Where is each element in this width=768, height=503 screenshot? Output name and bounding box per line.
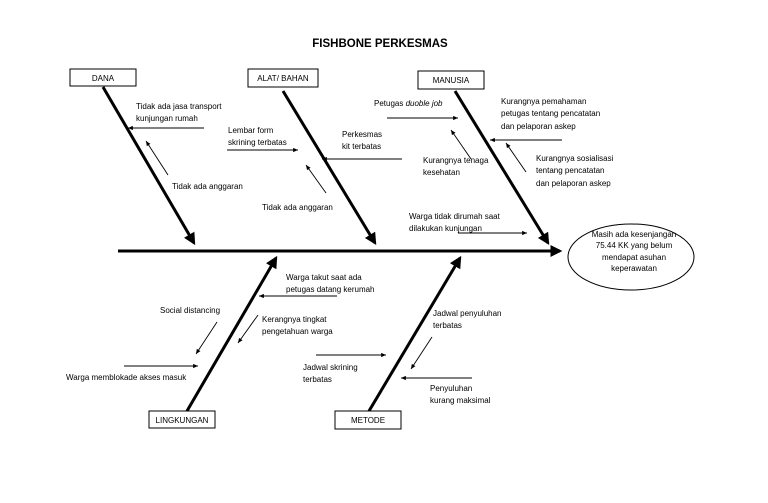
cause-manusia-warga-1: Warga tidak dirumah saat: [409, 212, 501, 221]
arrow-metode-jadwal-penyuluhan: [410, 336, 433, 370]
category-alat: ALAT/ BAHAN: [247, 68, 319, 88]
cause-manusia-warga-2: dilakukan kunjungan: [409, 224, 482, 233]
problem-ellipse: [567, 223, 695, 291]
cause-manusia-sosialisasi-2: tentang pencatatan: [536, 166, 605, 175]
cause-alat-anggaran: Tidak ada anggaran: [262, 203, 333, 212]
cause-dana-anggaran: Tidak ada anggaran: [172, 182, 243, 191]
cause-lingkungan-takut-1: Warga takut saat ada: [286, 273, 362, 282]
cause-alat-kit-2: kit terbatas: [342, 142, 381, 151]
cause-manusia-tenaga-2: kesehatan: [423, 168, 460, 177]
bone-alat: [281, 90, 377, 246]
cause-lingkungan-pengetahuan-2: pengetahuan warga: [262, 327, 333, 336]
cause-lingkungan-takut-2: petugas datang kerumah: [286, 285, 375, 294]
cause-manusia-pemahaman-3: dan pelaporan askep: [501, 122, 576, 131]
cause-manusia-sosialisasi-3: dan pelaporan askep: [536, 179, 611, 188]
problem-line-3: mendapat asuhan: [602, 253, 666, 262]
bone-dana: [101, 86, 196, 246]
category-metode: METODE: [334, 410, 402, 430]
cause-dana-transport-2: kunjungan rumah: [136, 114, 198, 123]
problem-line-2: 75.44 KK yang belum: [596, 241, 673, 250]
problem-line-1: Masih ada kesenjangan: [592, 230, 677, 239]
cause-manusia-sosialisasi-1: Kurangnya sosialisasi: [536, 154, 614, 163]
category-manusia: MANUSIA: [417, 70, 485, 90]
cause-dana-transport-1: Tidak ada jasa transport: [136, 102, 222, 111]
cause-metode-penyuluhan-1: Penyuluhan: [430, 384, 472, 393]
cause-alat-lembar-1: Lembar form: [228, 126, 274, 135]
cause-metode-jadwal-penyuluhan-2: terbatas: [433, 321, 462, 330]
bone-lingkungan: [185, 255, 278, 412]
category-dana: DANA: [69, 68, 137, 87]
category-manusia-label: MANUSIA: [433, 76, 470, 85]
cause-metode-jadwal-penyuluhan-1: Jadwal penyuluhan: [433, 309, 502, 318]
cause-metode-jadwal-skrining-1: Jadwal skrining: [303, 363, 358, 372]
cause-manusia-pemahaman-2: petugas tentang pencatatan: [501, 109, 600, 118]
problem-head: Masih ada kesenjangan 75.44 KK yang belu…: [567, 223, 695, 291]
bone-manusia: [453, 90, 550, 246]
cause-metode-penyuluhan-2: kurang maksimal: [430, 396, 491, 405]
arrow-lingkungan-social: [195, 321, 218, 355]
arrow-manusia-tenaga: [450, 129, 472, 160]
category-dana-label: DANA: [92, 74, 115, 83]
bone-metode: [367, 255, 462, 412]
diagram-title: FISHBONE PERKESMAS: [312, 38, 448, 50]
arrow-alat-anggaran: [305, 164, 327, 194]
cause-manusia-petugas-prefix: Petugas: [374, 99, 406, 108]
cause-manusia-pemahaman-1: Kurangnya pemahaman: [501, 97, 586, 106]
cause-manusia-petugas-italic: duoble job: [406, 99, 443, 108]
cause-lingkungan-blokade: Warga memblokade akses masuk: [66, 373, 187, 382]
arrow-lingkungan-pengetahuan: [237, 314, 259, 344]
arrow-dana-anggaran: [145, 140, 169, 176]
cause-lingkungan-social: Social distancing: [160, 306, 220, 315]
category-alat-label: ALAT/ BAHAN: [257, 74, 309, 83]
cause-alat-lembar-2: skrining terbatas: [228, 138, 287, 147]
cause-metode-jadwal-skrining-2: terbatas: [303, 375, 332, 384]
category-lingkungan: LINGKUNGAN: [148, 410, 216, 429]
category-lingkungan-label: LINGKUNGAN: [156, 416, 209, 425]
arrow-manusia-sosialisasi: [505, 142, 527, 173]
cause-alat-kit-1: Perkesmas: [342, 130, 382, 139]
category-metode-label: METODE: [351, 416, 385, 425]
cause-manusia-tenaga-1: Kurangnya tenaga: [423, 156, 489, 165]
problem-line-4: keperawatan: [611, 264, 657, 273]
cause-lingkungan-pengetahuan-1: Kerangnya tingkat: [262, 315, 327, 324]
cause-manusia-petugas: Petugas duoble job: [374, 99, 443, 108]
